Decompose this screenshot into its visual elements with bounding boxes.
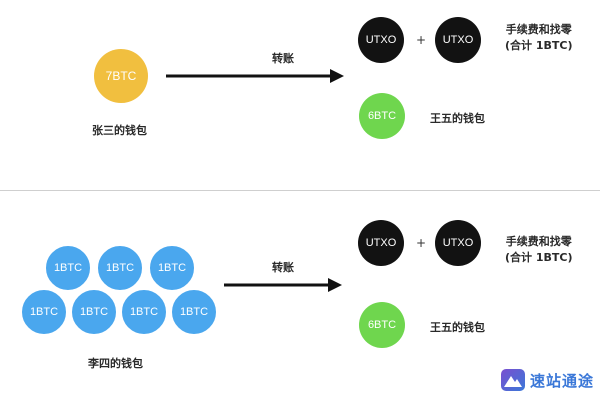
top-source-wallet-label: 张三的钱包 <box>92 124 147 137</box>
mountain-logo-icon <box>501 369 525 391</box>
bottom-source-coin-label: 1BTC <box>179 306 209 318</box>
top-utxo-right: UTXO <box>435 17 481 63</box>
bottom-arrow-label: 转账 <box>272 261 294 274</box>
bottom-source-coin-label: 1BTC <box>129 306 159 318</box>
top-plus-sign: + <box>416 33 427 47</box>
bottom-source-coin: 1BTC <box>20 288 68 336</box>
bottom-source-coin-label: 1BTC <box>53 262 83 274</box>
bottom-source-coin: 1BTC <box>120 288 168 336</box>
top-source-coin-label: 7BTC <box>105 69 137 83</box>
top-utxo-right-label: UTXO <box>442 34 474 46</box>
bottom-fee-line1: 手续费和找零 <box>505 235 572 248</box>
top-source-coin: 7BTC <box>94 49 148 103</box>
watermark-logo: 速站通途 <box>500 368 594 392</box>
bottom-source-coin-label: 1BTC <box>157 262 187 274</box>
watermark-text: 速站通途 <box>530 371 595 390</box>
section-divider <box>0 190 600 191</box>
top-fee-label: 手续费和找零 (合计 1BTC) <box>505 22 573 54</box>
bottom-source-coin: 1BTC <box>96 244 144 292</box>
top-dest-coin-label: 6BTC <box>367 110 397 122</box>
bottom-utxo-right: UTXO <box>435 220 481 266</box>
bottom-source-coin-label: 1BTC <box>29 306 59 318</box>
bottom-utxo-left: UTXO <box>358 220 404 266</box>
bottom-dest-coin: 6BTC <box>359 302 405 348</box>
bottom-source-coin-label: 1BTC <box>79 306 109 318</box>
bottom-source-coin: 1BTC <box>170 288 218 336</box>
bottom-fee-line2: (合计 1BTC) <box>505 251 573 264</box>
bottom-fee-label: 手续费和找零 (合计 1BTC) <box>505 234 573 266</box>
bottom-source-wallet-label: 李四的钱包 <box>88 357 143 370</box>
bottom-source-coin: 1BTC <box>70 288 118 336</box>
top-fee-line1: 手续费和找零 <box>505 23 572 36</box>
top-dest-coin: 6BTC <box>359 93 405 139</box>
bottom-source-coin: 1BTC <box>44 244 92 292</box>
bottom-source-coin: 1BTC <box>148 244 196 292</box>
bottom-source-coin-label: 1BTC <box>105 262 135 274</box>
top-utxo-left-label: UTXO <box>365 34 397 46</box>
top-dest-wallet-label: 王五的钱包 <box>430 112 485 125</box>
bottom-plus-sign: + <box>416 236 427 250</box>
top-utxo-left: UTXO <box>358 17 404 63</box>
bottom-dest-wallet-label: 王五的钱包 <box>430 321 485 334</box>
bottom-utxo-left-label: UTXO <box>365 237 397 249</box>
top-fee-line2: (合计 1BTC) <box>505 39 573 52</box>
bottom-utxo-right-label: UTXO <box>442 237 474 249</box>
bottom-dest-coin-label: 6BTC <box>367 319 397 331</box>
top-arrow-label: 转账 <box>272 52 294 65</box>
